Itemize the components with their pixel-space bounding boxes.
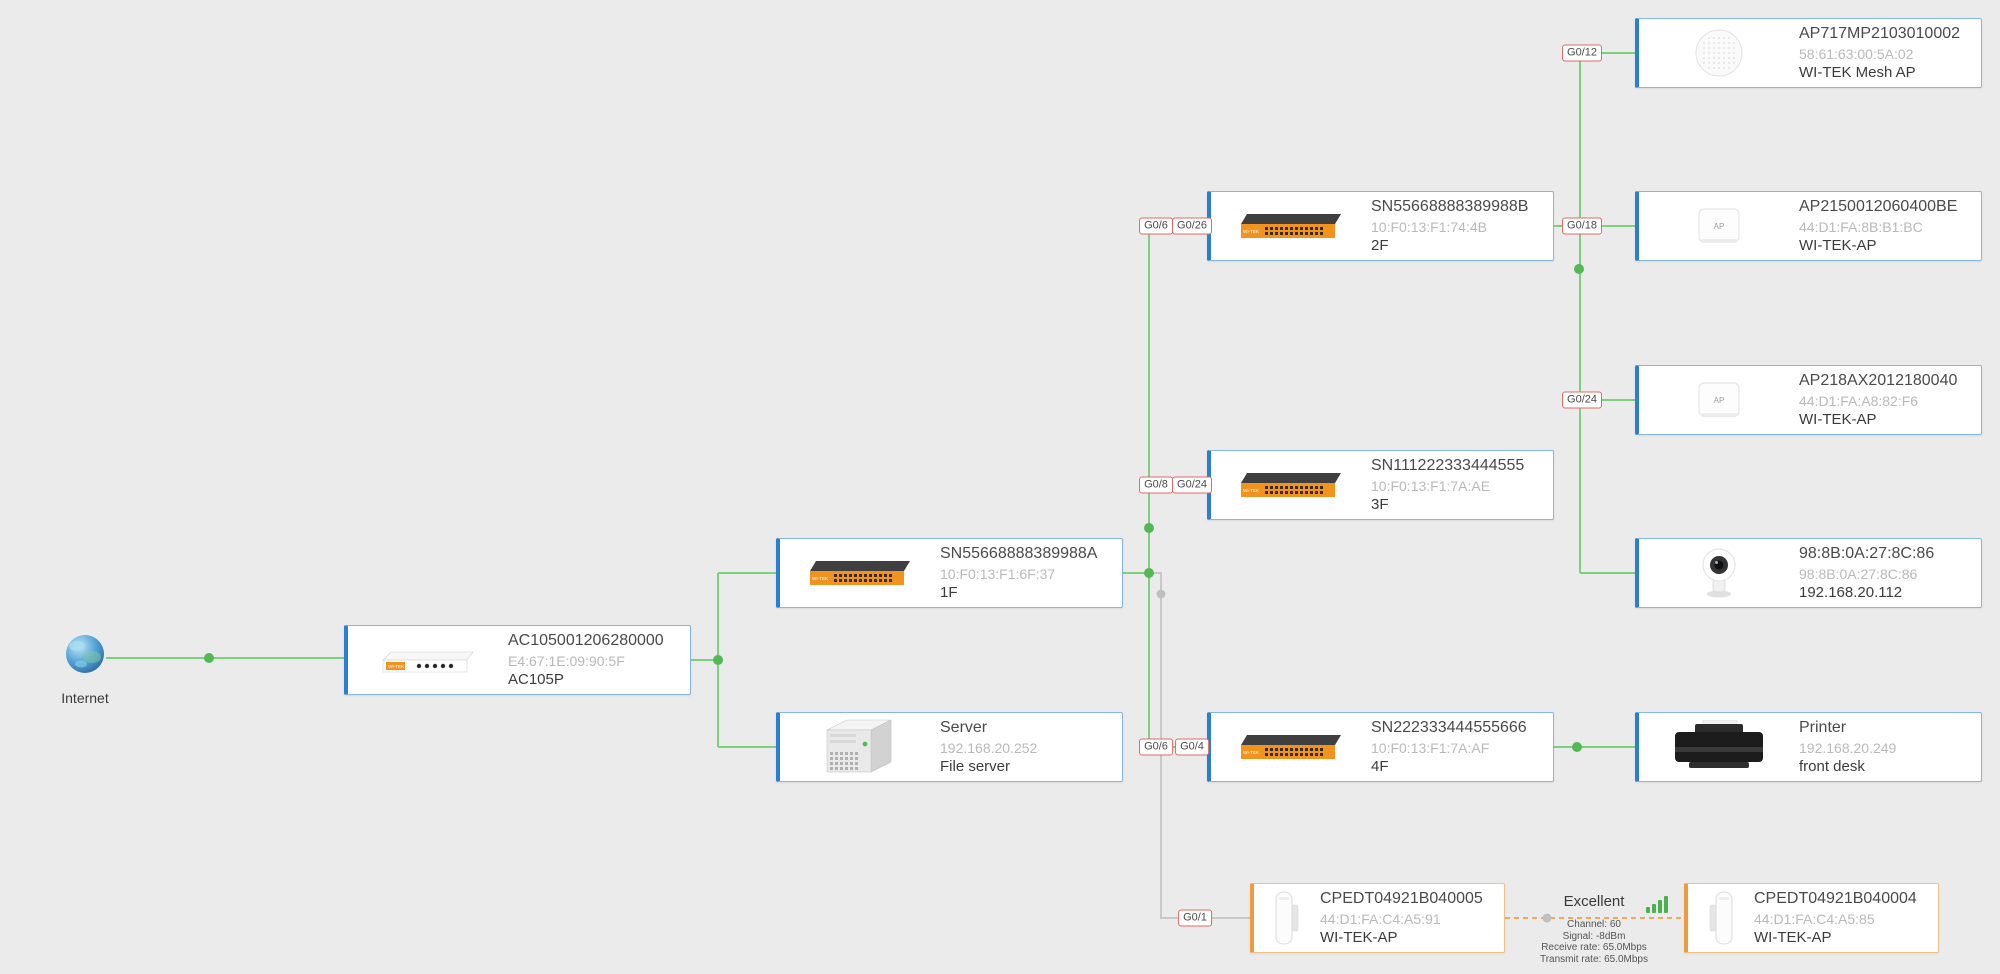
svg-text:WI-TEK: WI-TEK [1243, 488, 1260, 493]
wireless-channel: Channel: 60 [1567, 919, 1621, 930]
router-icon: WI-TEK [348, 640, 508, 680]
server-icon [780, 718, 940, 776]
node-ap218ax[interactable]: AP AP218AX2012180040 44:D1:FA:A8:82:F6 W… [1635, 365, 1982, 435]
node-label: WI-TEK-AP [1799, 237, 1877, 254]
node-name: AP2150012060400BE [1799, 198, 1958, 215]
camera-icon [1639, 546, 1799, 600]
node-mac: 10:F0:13:F1:7A:AE [1371, 477, 1491, 494]
printer-icon [1639, 720, 1799, 774]
node-label: 1F [940, 584, 958, 601]
node-mac: 44:D1:FA:C4:A5:91 [1320, 910, 1441, 927]
node-name: SN55668888389988A [940, 545, 1098, 562]
node-switch-4f[interactable]: WI-TEK SN222333444555666 10:F0:13:F1:7A:… [1207, 712, 1554, 782]
node-mesh-ap[interactable]: AP717MP2103010002 58:61:63:00:5A:02 WI-T… [1635, 18, 1982, 88]
port-badge: G0/24 [1172, 476, 1212, 494]
cpe-icon [1688, 889, 1754, 947]
wireless-link-details: Channel: 60 Signal: -8dBm Receive rate: … [1519, 919, 1669, 965]
port-badge: G0/8 [1139, 476, 1173, 494]
node-name: SN222333444555666 [1371, 719, 1527, 736]
node-file-server[interactable]: Server 192.168.20.252 File server [776, 712, 1123, 782]
node-mac: 98:8B:0A:27:8C:86 [1799, 565, 1918, 582]
node-ac105p[interactable]: WI-TEK AC105001206280000 E4:67:1E:09:90:… [344, 625, 691, 695]
node-name: SN55668888389988B [1371, 198, 1529, 215]
svg-text:WI-TEK: WI-TEK [1243, 229, 1260, 234]
node-name: AP218AX2012180040 [1799, 372, 1958, 389]
node-name: CPEDT04921B040004 [1754, 890, 1917, 907]
node-mac: 58:61:63:00:5A:02 [1799, 45, 1914, 62]
node-cpe-040005[interactable]: CPEDT04921B040005 44:D1:FA:C4:A5:91 WI-T… [1250, 883, 1505, 953]
internet-label: Internet [61, 690, 109, 706]
wireless-signal: Signal: -8dBm [1562, 930, 1626, 942]
node-switch-1f[interactable]: WI-TEK SN55668888389988A 10:F0:13:F1:6F:… [776, 538, 1123, 608]
node-label: AC105P [508, 671, 564, 688]
node-name: Server [940, 719, 988, 736]
node-mac: 192.168.20.252 [940, 739, 1038, 756]
internet-node[interactable]: Internet [40, 632, 130, 706]
node-label: File server [940, 758, 1011, 775]
switch-icon: WI-TEK [780, 553, 940, 593]
node-mac: 10:F0:13:F1:6F:37 [940, 565, 1056, 582]
switch-icon: WI-TEK [1211, 727, 1371, 767]
node-name: SN111222333444555 [1371, 457, 1525, 474]
node-mac: 44:D1:FA:C4:A5:85 [1754, 910, 1875, 927]
node-label: WI-TEK Mesh AP [1799, 64, 1916, 81]
node-label: WI-TEK-AP [1754, 929, 1832, 946]
node-label: 2F [1371, 237, 1389, 254]
node-label: 4F [1371, 758, 1389, 775]
port-badge: G0/1 [1178, 909, 1212, 927]
node-name: AC105001206280000 [508, 632, 664, 649]
node-mac: 44:D1:FA:A8:82:F6 [1799, 392, 1919, 409]
port-badge: G0/26 [1172, 217, 1212, 235]
wireless-transmit: Transmit rate: 65.0Mbps [1539, 953, 1648, 965]
node-name: CPEDT04921B040005 [1320, 890, 1483, 907]
node-printer[interactable]: Printer 192.168.20.249 front desk [1635, 712, 1982, 782]
wireless-receive: Receive rate: 65.0Mbps [1541, 942, 1647, 953]
node-mac: E4:67:1E:09:90:5F [508, 652, 625, 669]
ap-icon: AP [1639, 203, 1799, 249]
svg-text:WI-TEK: WI-TEK [812, 576, 829, 581]
node-switch-3f[interactable]: WI-TEK SN111222333444555 10:F0:13:F1:7A:… [1207, 450, 1554, 520]
node-name: AP717MP2103010002 [1799, 25, 1961, 42]
svg-text:WI-TEK: WI-TEK [388, 664, 405, 669]
port-badge: G0/4 [1175, 738, 1209, 756]
node-label: 192.168.20.112 [1799, 584, 1903, 601]
svg-text:AP: AP [1714, 222, 1725, 231]
mesh-ap-icon [1639, 26, 1799, 80]
node-camera[interactable]: 98:8B:0A:27:8C:86 98:8B:0A:27:8C:86 192.… [1635, 538, 1982, 608]
node-mac: 10:F0:13:F1:7A:AF [1371, 739, 1490, 756]
port-badge: G0/6 [1139, 217, 1173, 235]
port-badge: G0/6 [1139, 738, 1173, 756]
node-ap2150[interactable]: AP AP2150012060400BE 44:D1:FA:8B:B1:BC W… [1635, 191, 1982, 261]
port-badge: G0/12 [1562, 44, 1602, 62]
port-badge: G0/18 [1562, 217, 1602, 235]
wireless-quality-label: Excellent [1563, 893, 1625, 910]
node-mac: 10:F0:13:F1:74:4B [1371, 218, 1487, 235]
svg-text:WI-TEK: WI-TEK [1243, 750, 1260, 755]
node-name: 98:8B:0A:27:8C:86 [1799, 545, 1935, 562]
port-badge: G0/24 [1562, 391, 1602, 409]
node-cpe-040004[interactable]: CPEDT04921B040004 44:D1:FA:C4:A5:85 WI-T… [1684, 883, 1939, 953]
svg-text:AP: AP [1714, 396, 1725, 405]
node-label: WI-TEK-AP [1799, 411, 1877, 428]
switch-icon: WI-TEK [1211, 465, 1371, 505]
ap-icon: AP [1639, 377, 1799, 423]
node-label: 3F [1371, 496, 1389, 513]
globe-icon [66, 635, 104, 673]
switch-icon: WI-TEK [1211, 206, 1371, 246]
node-switch-2f[interactable]: WI-TEK SN55668888389988B 10:F0:13:F1:74:… [1207, 191, 1554, 261]
node-label: front desk [1799, 758, 1865, 775]
signal-bars-icon [1646, 896, 1668, 913]
node-label: WI-TEK-AP [1320, 929, 1398, 946]
node-mac: 192.168.20.249 [1799, 739, 1897, 756]
cpe-icon [1254, 889, 1320, 947]
node-name: Printer [1799, 719, 1847, 736]
node-mac: 44:D1:FA:8B:B1:BC [1799, 218, 1923, 235]
